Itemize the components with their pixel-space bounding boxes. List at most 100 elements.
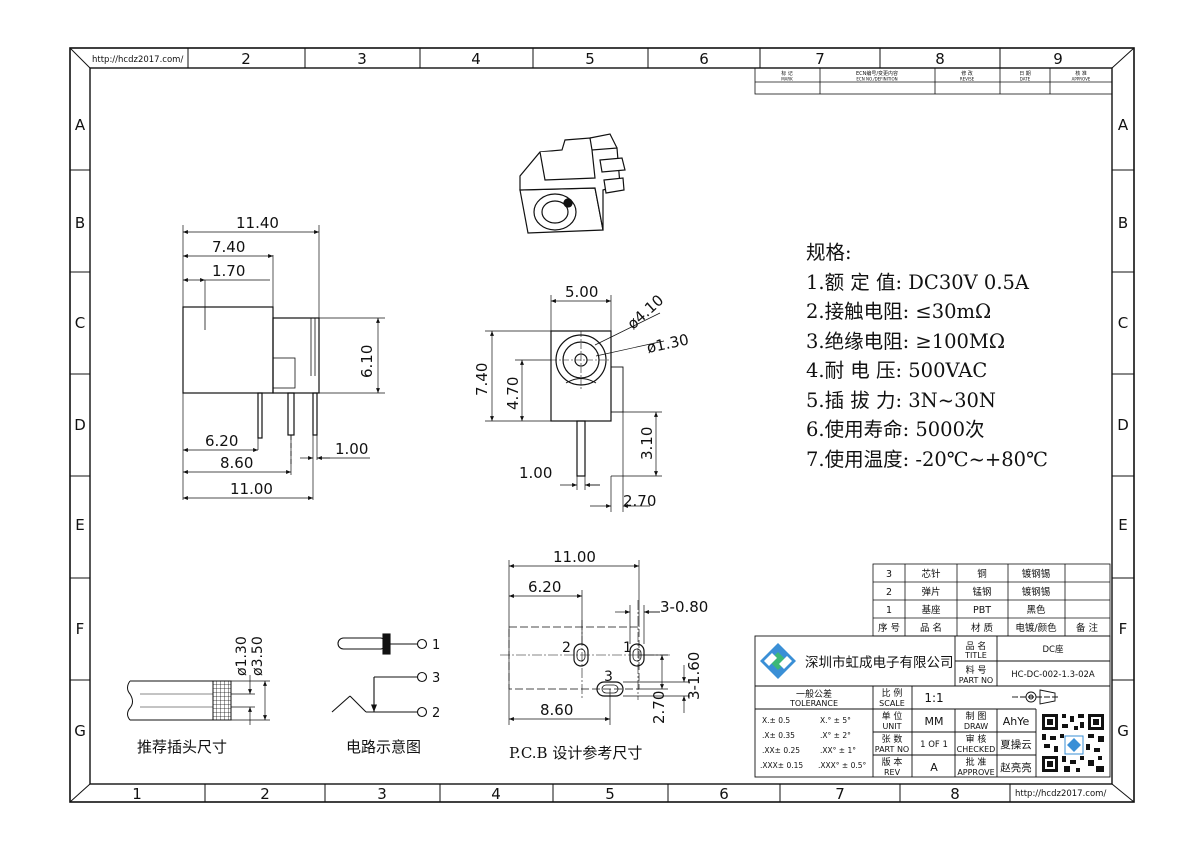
row-label: C <box>75 314 85 332</box>
row-label: D <box>1117 416 1129 434</box>
pcb-labels: 11.00 6.20 3-0.80 3-1.60 2.70 8.60 1 2 3 <box>528 548 708 724</box>
unit-label-en: UNIT <box>882 722 901 731</box>
check-label-en: CHECKED <box>957 745 996 754</box>
plug-dims <box>231 675 270 725</box>
spec-line: 2.接触电阻: ≤30mΩ <box>806 300 992 323</box>
pcb-dims <box>508 560 690 725</box>
col-label: 9 <box>1053 50 1063 68</box>
row-label: G <box>1117 722 1129 740</box>
rev-header-en: APPROVE <box>1072 77 1091 82</box>
bom-header: 材 质 <box>971 622 994 634</box>
tolerance-linear: X.± 0.5 <box>762 716 790 725</box>
rev-header-en: DATE <box>1020 77 1031 82</box>
dim-label: 3-1.60 <box>685 652 703 700</box>
bom-header: 备 注 <box>1076 622 1099 634</box>
dim-label: ø4.10 <box>624 291 668 333</box>
tolerance-linear: .XXX± 0.15 <box>760 761 803 770</box>
sheet-frame <box>69 47 1135 803</box>
dim-label: 6.20 <box>205 432 238 450</box>
tolerance-label: 一般公差 <box>796 688 832 700</box>
bom-cell: PBT <box>973 605 991 616</box>
projection-symbol-icon <box>1012 689 1060 705</box>
spec-line: 1.额 定 值: DC30V 0.5A <box>806 270 1030 294</box>
rev-header: 核 准 <box>1075 70 1087 77</box>
pcb-footprint <box>500 600 670 700</box>
scale-value: 1:1 <box>924 691 943 705</box>
dim-label: 11.00 <box>553 548 596 566</box>
bom-cell: 芯针 <box>921 568 941 580</box>
dim-label: ø1.30 <box>645 330 690 356</box>
specs-title: 规格: <box>806 241 852 264</box>
dim-label: 1.00 <box>519 464 552 482</box>
dim-label: 3-0.80 <box>660 598 708 616</box>
dim-label: 5.00 <box>565 283 598 301</box>
row-label: C <box>1118 314 1128 332</box>
title-label-en: TITLE <box>964 651 987 660</box>
pin-label: 2 <box>562 640 571 656</box>
rev-header-en: MARK <box>781 77 793 82</box>
row-label: D <box>74 416 86 434</box>
approve-label: 批 准 <box>966 756 987 768</box>
title-label: 品 名 <box>966 640 987 652</box>
spec-line: 5.插 拔 力: 3N~30N <box>806 388 996 412</box>
column-labels-top: 2 3 4 5 6 7 8 9 <box>241 50 1063 68</box>
dim-label: 6.10 <box>358 345 376 378</box>
rev-value: A <box>930 761 938 774</box>
rev-header: ECN编号/变更内容 <box>856 70 898 77</box>
title-block: 深圳市虹成电子有限公司 品 名 TITLE DC座 料 号 PART NO HC… <box>754 635 1111 778</box>
approve-label-en: APPROVE <box>957 768 994 777</box>
col-label: 7 <box>815 50 825 68</box>
col-label: 4 <box>491 785 501 803</box>
dim-label: ø3.50 <box>250 636 266 676</box>
circuit-labels: 1 3 2 <box>432 638 440 721</box>
column-labels-bottom: 1 2 3 4 5 6 7 8 <box>132 785 960 803</box>
draw-label: 制 图 <box>966 710 987 722</box>
dim-label: 2.70 <box>650 691 668 724</box>
col-label: 2 <box>260 785 270 803</box>
front-view-dims <box>485 295 665 512</box>
company-name: 深圳市虹成电子有限公司 <box>805 654 954 671</box>
bom-cell: 镀钢锡 <box>1022 586 1051 598</box>
url-top[interactable]: http://hcdz2017.com/ <box>92 55 183 65</box>
bom-cell: 铜 <box>977 568 987 580</box>
dim-label: 8.60 <box>220 454 253 472</box>
col-label: 2 <box>241 50 251 68</box>
row-label: E <box>1118 516 1127 534</box>
bom-cell: 镀钢锡 <box>1022 568 1051 580</box>
row-label: B <box>1118 214 1128 232</box>
col-label: 3 <box>377 785 387 803</box>
bom-cell: 3 <box>886 569 892 580</box>
row-label: F <box>76 620 85 638</box>
dim-label: 11.40 <box>236 214 279 232</box>
col-label: 3 <box>357 50 367 68</box>
rev-header: 标 记 <box>781 70 793 77</box>
front-view <box>550 330 624 477</box>
circuit-caption: 电路示意图 <box>346 738 421 756</box>
bom-cell: 2 <box>886 587 892 598</box>
row-label: F <box>1119 620 1128 638</box>
qr-code-icon <box>1040 712 1106 774</box>
specifications-block: 规格: 1.额 定 值: DC30V 0.5A 2.接触电阻: ≤30mΩ 3.… <box>806 238 1136 474</box>
dim-label: 2.70 <box>623 492 656 510</box>
isometric-view <box>519 133 626 234</box>
bom-header: 序 号 <box>878 622 900 634</box>
tolerance-angle: .XXX° ± 0.5° <box>818 761 867 770</box>
rev-header: 修 改 <box>961 70 973 77</box>
url-bottom[interactable]: http://hcdz2017.com/ <box>1015 789 1106 799</box>
approve-value: 赵亮亮 <box>1000 761 1032 774</box>
pin-label: 3 <box>432 671 440 686</box>
rev-label: 版 本 <box>882 756 903 768</box>
row-label: B <box>75 214 85 232</box>
spec-line: 4.耐 电 压: 500VAC <box>806 359 988 382</box>
rev-header-en: ECN NO./DEFINITION <box>856 77 897 82</box>
sheet-label-en: PART NO <box>875 745 909 754</box>
bom-cell: 1 <box>886 605 892 616</box>
col-label: 6 <box>719 785 729 803</box>
partno-label-en: PART NO <box>959 676 993 685</box>
plug-labels: ø1.30 ø3.50 <box>234 636 266 676</box>
draw-label-en: DRAW <box>964 722 988 731</box>
scale-label-en: SCALE <box>879 699 905 708</box>
row-labels-left: A B C D E F G <box>74 116 86 740</box>
pcb-caption: P.C.B 设计参考尺寸 <box>509 744 642 762</box>
tolerance-label-en: TOLERANCE <box>789 699 838 708</box>
